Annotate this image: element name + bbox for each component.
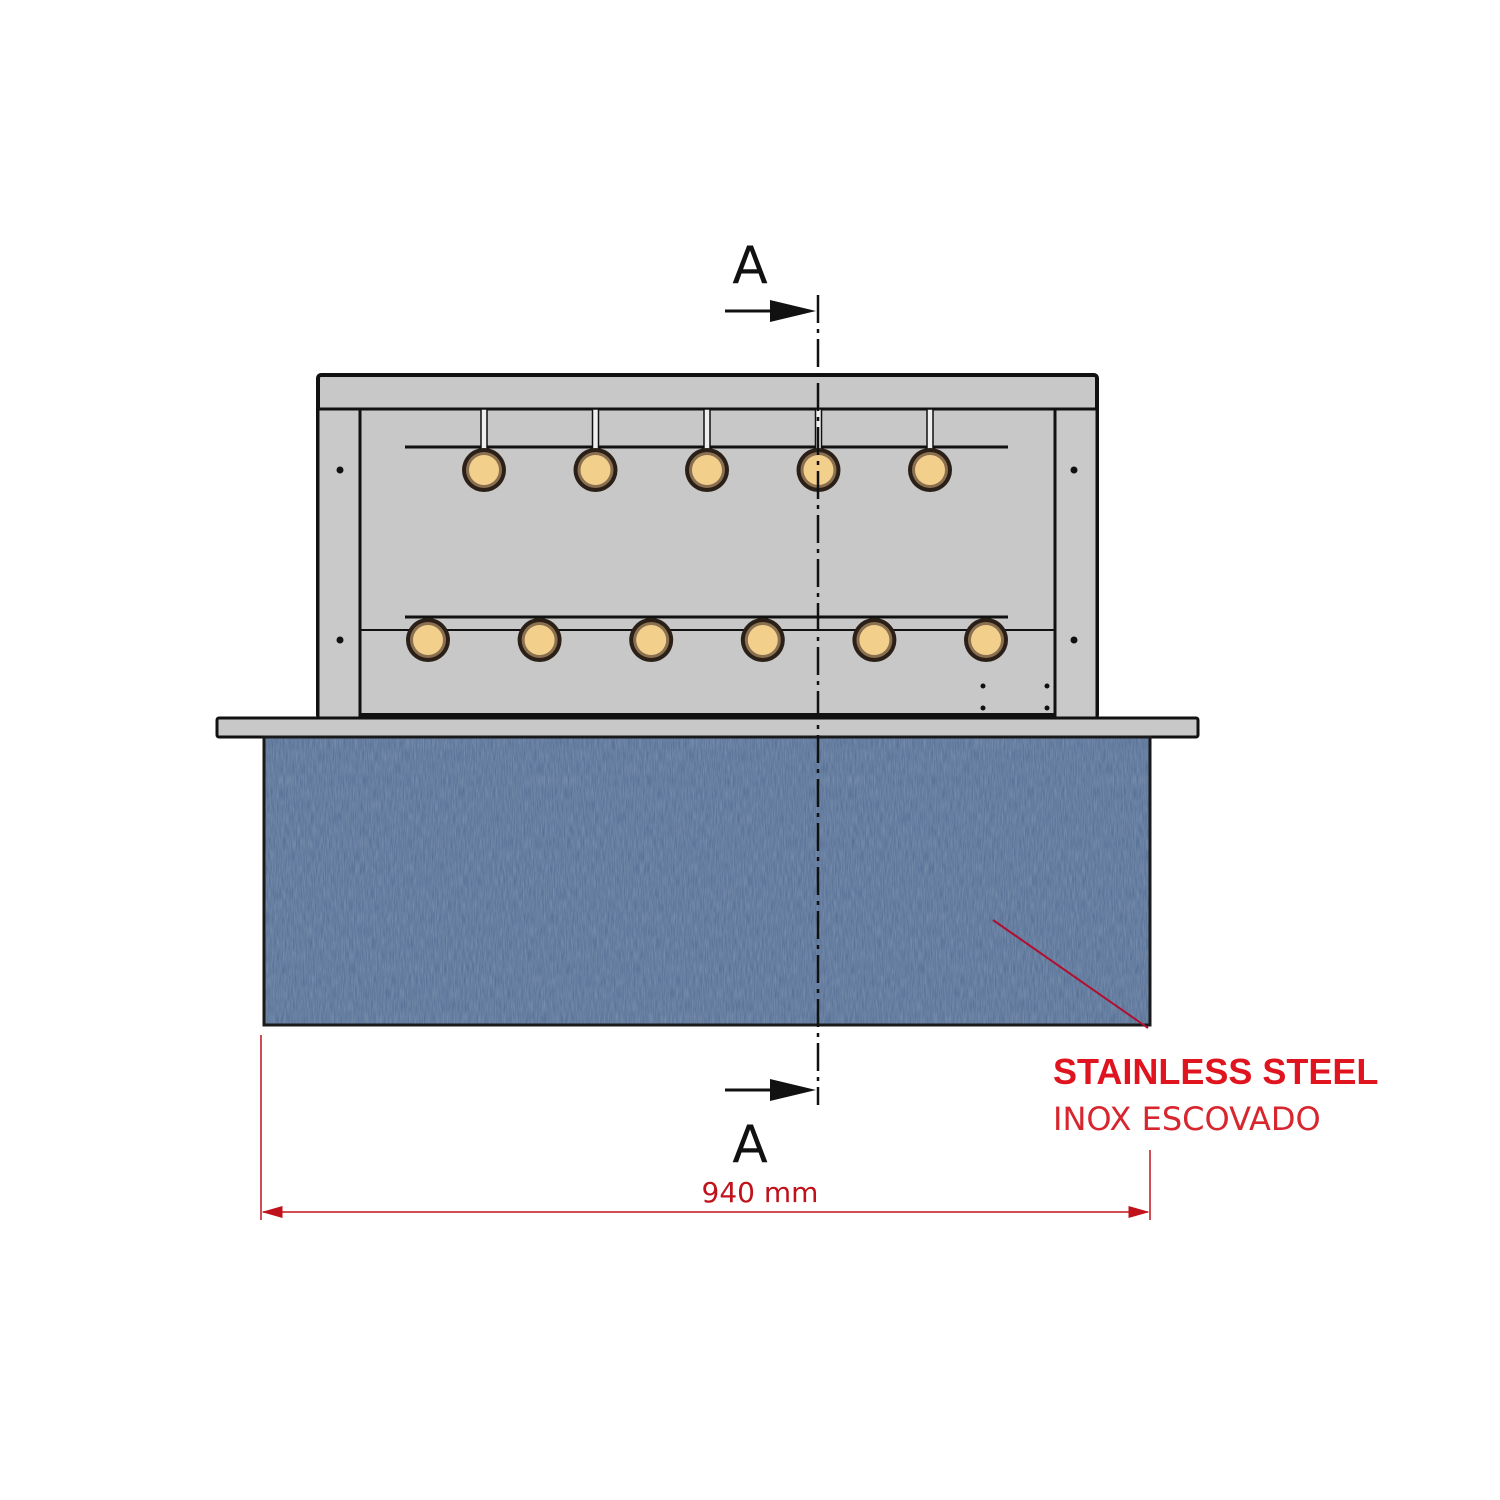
knob-ring xyxy=(636,625,667,655)
knob-ring xyxy=(469,455,499,485)
burner-knob xyxy=(629,618,674,662)
knob-ring xyxy=(580,455,611,485)
knob-stem xyxy=(703,408,711,451)
knob-stem xyxy=(480,408,488,451)
burner-knob xyxy=(740,618,785,662)
knob-ring xyxy=(971,625,1001,655)
burner-knob xyxy=(517,618,562,662)
material-leader-line xyxy=(992,919,1149,1029)
burner-knob xyxy=(406,618,450,662)
knob-group xyxy=(406,408,1008,662)
burner-knob xyxy=(462,408,506,492)
screw-icon xyxy=(1070,466,1078,474)
knob-ring xyxy=(859,625,890,655)
burner-knob xyxy=(573,408,618,492)
knob-ring xyxy=(413,625,443,655)
knob-stem xyxy=(591,408,600,451)
material-name-pt: INOX ESCOVADO xyxy=(1053,1100,1321,1138)
burner-knob xyxy=(908,408,952,492)
burner-knob xyxy=(685,408,729,492)
section-arrow-top xyxy=(725,300,816,322)
burner-knob xyxy=(796,408,841,492)
rivet xyxy=(980,705,986,711)
knob-ring xyxy=(747,625,778,655)
rivet xyxy=(1044,705,1050,711)
rivet xyxy=(1044,683,1050,689)
rivet xyxy=(980,683,986,689)
counter-slab xyxy=(215,716,1200,739)
material-name: STAINLESS STEEL xyxy=(1053,1051,1378,1092)
right-post xyxy=(1053,407,1099,720)
left-post xyxy=(316,407,362,720)
section-label-bottom: A xyxy=(732,1115,768,1175)
section-label-top: A xyxy=(732,236,768,296)
knob-ring xyxy=(524,625,555,655)
knob-ring xyxy=(692,455,722,485)
burner-knob xyxy=(964,618,1008,662)
burner-knob xyxy=(852,618,897,662)
screw-icon xyxy=(336,636,344,644)
width-dimension-label: 940 mm xyxy=(702,1176,819,1209)
knob-ring xyxy=(803,455,834,485)
knob-stem xyxy=(926,408,934,451)
section-arrow-bottom xyxy=(725,1079,816,1101)
knob-ring xyxy=(915,455,945,485)
stainless-body xyxy=(262,735,1152,1027)
width-dimension xyxy=(260,1035,1151,1220)
screw-icon xyxy=(336,466,344,474)
screw-icon xyxy=(1070,636,1078,644)
